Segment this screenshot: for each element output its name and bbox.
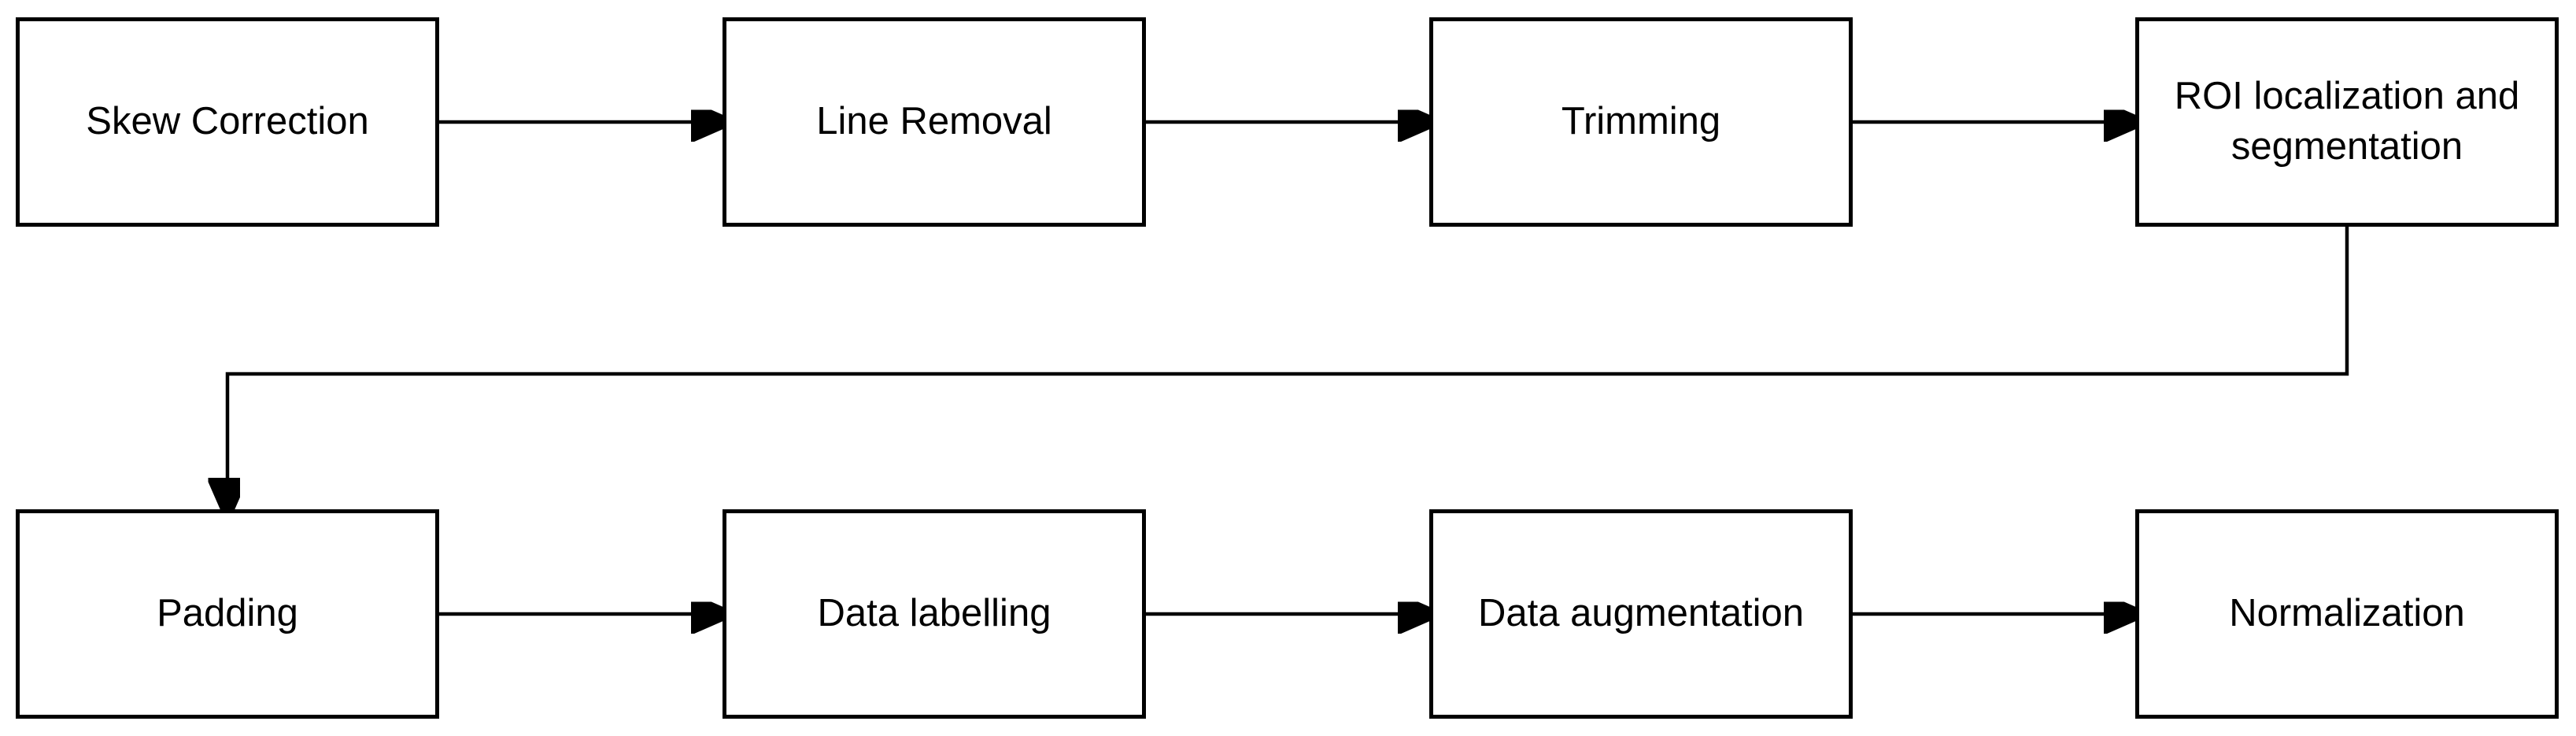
node-normalization: Normalization [2135,509,2559,719]
node-label: Data labelling [817,592,1051,635]
node-label: Padding [157,592,298,635]
edge-roi-localization-to-padding [227,227,2349,506]
node-label: Line Removal [816,100,1052,143]
node-padding: Padding [16,509,439,719]
node-label: ROI localization and segmentation [2174,75,2520,168]
node-trimming: Trimming [1429,17,1853,227]
node-data-labelling: Data labelling [723,509,1146,719]
node-label: Skew Correction [86,100,369,143]
node-line-removal: Line Removal [723,17,1146,227]
node-label: Data augmentation [1477,592,1805,635]
node-label: Trimming [1561,100,1721,143]
node-skew-correction: Skew Correction [16,17,439,227]
node-data-augmentation: Data augmentation [1429,509,1853,719]
node-roi-localization-segmentation: ROI localization and segmentation [2135,17,2559,227]
node-label: Normalization [2229,592,2465,635]
